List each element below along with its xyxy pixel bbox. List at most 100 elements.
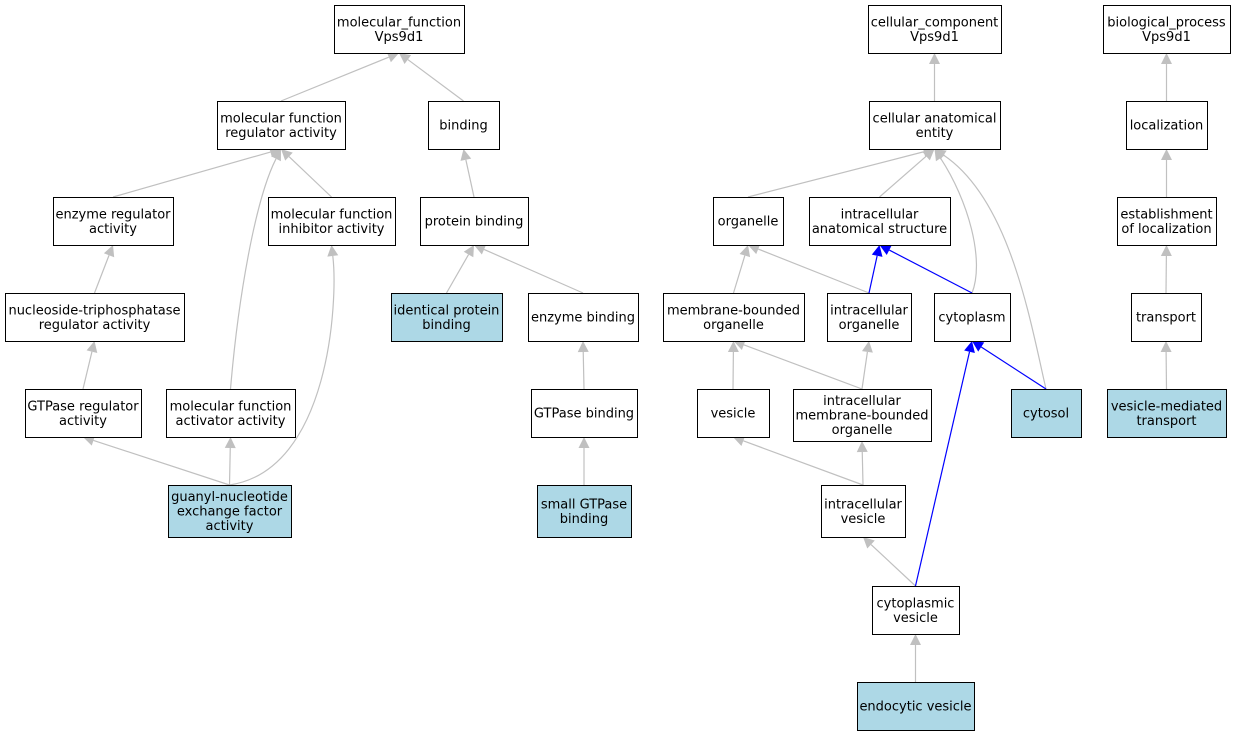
node-label: molecular function	[220, 111, 342, 126]
node-label: binding	[439, 119, 487, 134]
node-label: membrane-bounded	[795, 409, 928, 424]
node-label: exchange factor	[177, 505, 283, 520]
edge-intra_org-to-organelle	[748, 243, 870, 294]
node-label: organelle	[718, 215, 779, 230]
edge-ves_transport-to-transport	[1160, 341, 1172, 390]
go-term-node-organelle[interactable]: organelle	[713, 197, 784, 246]
node-label: binding	[560, 512, 608, 527]
go-term-node-vesicle[interactable]: vesicle	[697, 389, 770, 438]
node-label: membrane-bounded	[667, 303, 800, 318]
go-term-node-cytoplasm[interactable]: cytoplasm	[934, 293, 1011, 342]
edge-enz_reg-to-mf_regulator	[112, 146, 281, 198]
go-term-node-gtpase-bind[interactable]: GTPase binding	[531, 389, 638, 438]
node-label: localization	[1130, 119, 1204, 134]
edge-prot_bind-to-binding	[460, 149, 475, 198]
node-label: molecular function	[170, 399, 292, 414]
edges-layer	[82, 52, 1172, 682]
node-label: inhibitor activity	[278, 222, 384, 237]
edge-endo_ves-to-cyto_ves	[910, 634, 921, 682]
node-label: vesicle-mediated	[1111, 399, 1222, 414]
node-label: vesicle	[841, 512, 886, 527]
edge-organelle-to-cell_anat	[747, 146, 935, 198]
edge-mf_activ-to-mf_regulator	[229, 149, 281, 390]
go-term-node-prot-bind[interactable]: protein binding	[420, 197, 529, 246]
node-label: intracellular	[830, 303, 908, 318]
node-label: regulator activity	[39, 318, 151, 333]
node-label: intracellular	[841, 207, 919, 222]
node-label: GTPase binding	[534, 407, 634, 422]
go-term-node-binding[interactable]: binding	[428, 101, 500, 150]
edge-intra_ves-to-vesicle	[733, 435, 864, 486]
node-label: transport	[1136, 414, 1196, 429]
edge-cytosol-to-cell_anat	[934, 149, 1047, 390]
edge-intra_anat-to-cell_anat	[879, 149, 935, 198]
node-label: molecular function	[271, 207, 393, 222]
edge-ntp_reg-to-enz_reg	[93, 245, 115, 294]
node-label: activity	[59, 414, 107, 429]
edge-mem_org-to-organelle	[732, 245, 751, 294]
node-label: of localization	[1121, 222, 1211, 237]
go-term-node-cytosol[interactable]: cytosol	[1011, 389, 1082, 438]
edge-enz_bind-to-prot_bind	[474, 244, 584, 294]
go-term-node-enz-bind[interactable]: enzyme binding	[528, 293, 639, 342]
edge-cytosol-to-cytoplasm	[972, 341, 1047, 390]
go-term-node-localization[interactable]: localization	[1126, 101, 1208, 150]
node-label: Vps9d1	[375, 30, 424, 45]
node-label: organelle	[832, 423, 893, 438]
node-label: cytosol	[1023, 407, 1069, 422]
edge-small_gtpase-to-gtpase_bind	[578, 437, 590, 485]
node-label: activity	[89, 222, 137, 237]
edge-intra_ves-to-intra_mem_org	[856, 441, 868, 486]
node-label: endocytic vesicle	[859, 700, 971, 715]
node-label: Vps9d1	[910, 30, 959, 45]
node-label: biological_process	[1107, 15, 1226, 30]
edge-gnef-to-mf_inhib	[229, 245, 339, 486]
edge-estab_loc-to-localization	[1161, 149, 1172, 197]
edge-cyto_ves-to-cytoplasm	[914, 341, 975, 587]
edge-ident_prot-to-prot_bind	[445, 245, 474, 294]
node-label: binding	[422, 318, 470, 333]
node-label: entity	[916, 126, 954, 141]
edge-localization-to-bp_root	[1161, 53, 1172, 101]
edge-intra_mem_org-to-mem_org	[733, 339, 863, 390]
node-label: organelle	[703, 318, 764, 333]
node-label: small GTPase	[541, 497, 627, 512]
node-label: cytoplasmic	[877, 596, 955, 611]
node-label: guanyl-nucleotide	[171, 490, 288, 505]
edge-binding-to-mf_root	[399, 53, 464, 102]
edge-gnef-to-mf_activ	[224, 437, 236, 486]
node-label: transport	[1136, 311, 1196, 326]
node-label: vesicle	[893, 611, 938, 626]
go-term-node-transport[interactable]: transport	[1131, 293, 1202, 342]
node-label: protein binding	[425, 215, 524, 230]
edge-mf_regulator-to-mf_root	[280, 52, 399, 102]
node-label: enzyme regulator	[55, 207, 171, 222]
node-label: activator activity	[176, 414, 286, 429]
edge-gtpase_bind-to-enz_bind	[577, 341, 589, 390]
go-term-node-endo-ves[interactable]: endocytic vesicle	[857, 682, 975, 731]
node-label: establishment	[1120, 207, 1212, 222]
